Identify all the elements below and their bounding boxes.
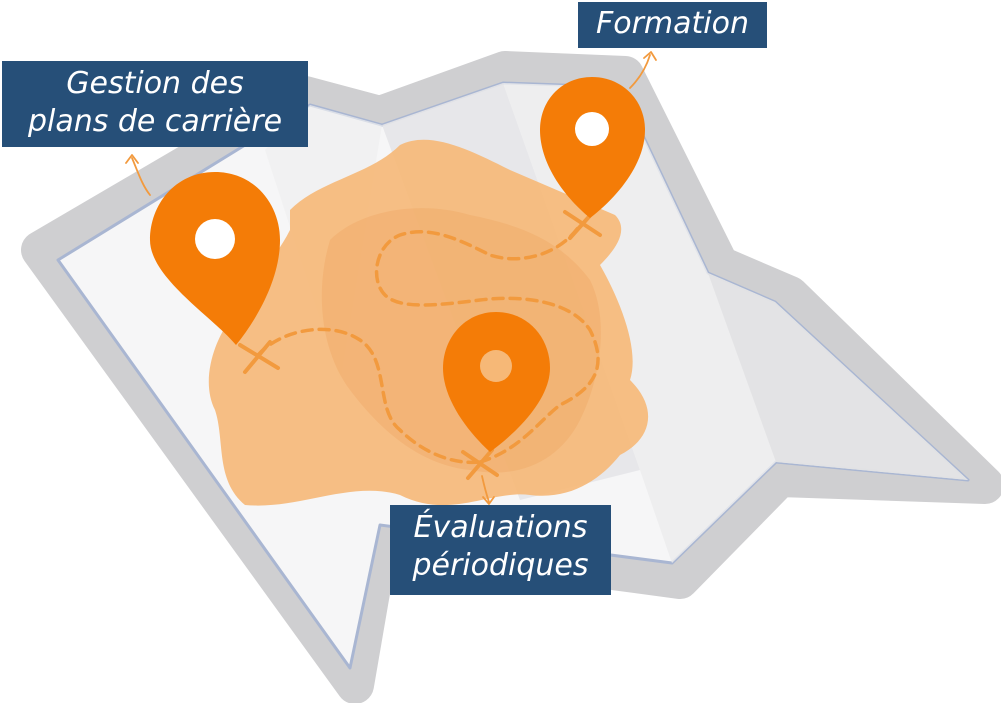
cross-marker-icon: [238, 340, 280, 374]
cross-marker-icon: [461, 448, 499, 480]
map-pin-icon: [443, 312, 550, 452]
label-career-line2: plans de carrière: [27, 104, 283, 139]
label-training: Formation: [578, 2, 767, 48]
label-training-text: Formation: [595, 6, 750, 41]
label-career-plans: Gestion des plans de carrière: [2, 61, 308, 147]
map-pin-icon: [150, 172, 280, 345]
label-evaluations-line1: Évaluations: [413, 510, 588, 545]
label-evaluations-line2: périodiques: [412, 548, 589, 583]
leader-arrows: [125, 51, 657, 505]
map-pin-icon: [540, 77, 645, 218]
dashed-route: [256, 223, 600, 465]
label-periodic-evaluations: Évaluations périodiques: [390, 505, 611, 595]
territory-blob: [208, 139, 649, 506]
label-career-line1: Gestion des: [66, 66, 244, 101]
